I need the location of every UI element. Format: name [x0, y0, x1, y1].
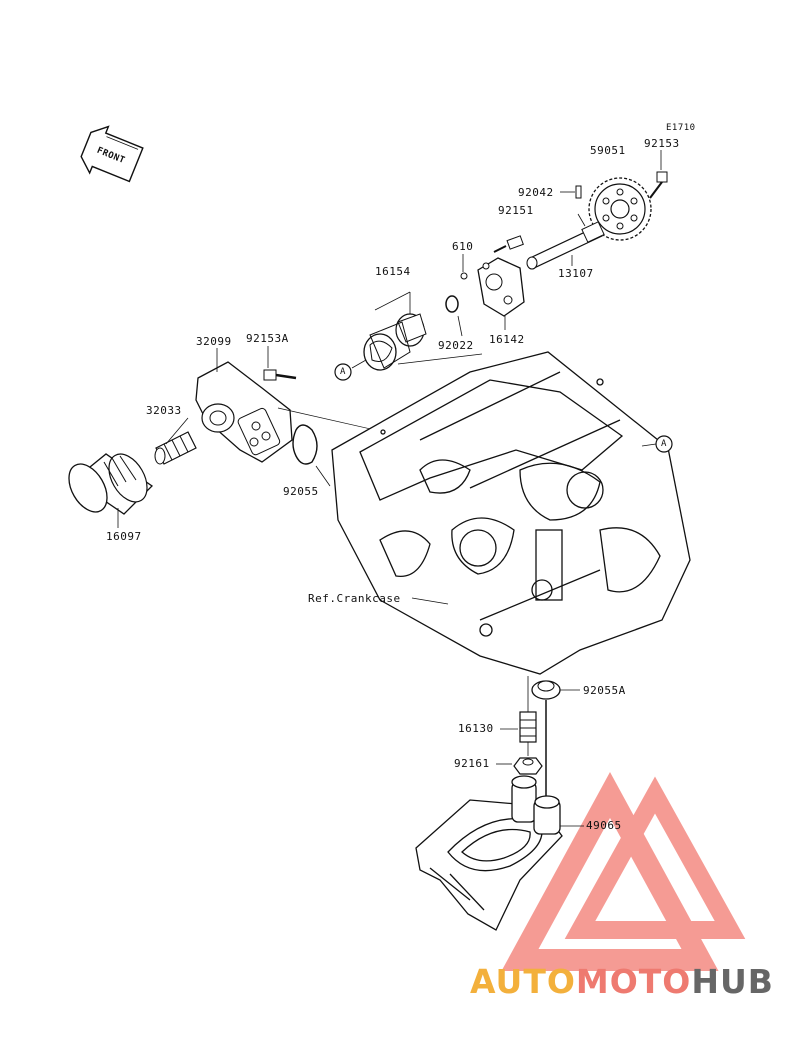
- part-label-92022: 92022: [438, 339, 474, 352]
- oil-pump-rotor: [363, 291, 427, 371]
- oil-pump-shaft: [526, 221, 605, 270]
- oil-pump-sprocket: [588, 177, 652, 241]
- crankcase: [331, 351, 691, 675]
- part-label-92055: 92055: [283, 485, 319, 498]
- part-label-32033: 32033: [146, 404, 182, 417]
- part-label-92055A: 92055A: [583, 684, 626, 697]
- dowel-pin-610: [460, 272, 468, 280]
- part-label-13107: 13107: [558, 267, 594, 280]
- part-label-32099: 32099: [196, 335, 232, 348]
- bolt-oil-pump: [493, 235, 524, 253]
- part-label-59051: 59051: [590, 144, 626, 157]
- pin-92042: [575, 185, 582, 199]
- part-label-16130: 16130: [458, 722, 494, 735]
- watermark-logo-triangle: [501, 772, 746, 971]
- part-label-92161: 92161: [454, 757, 490, 770]
- callout-letter-a-left: A: [340, 367, 346, 377]
- bolt-92153: [649, 171, 668, 199]
- bolt-92153A: [263, 369, 297, 381]
- oil-filter: [68, 453, 154, 515]
- callout-circle-a-left: [334, 363, 352, 381]
- oil-filter-housing: [195, 361, 293, 463]
- part-label-92151: 92151: [498, 204, 534, 217]
- part-label-16142: 16142: [489, 333, 525, 346]
- watermark-text: AUTOMOTOHUB: [470, 962, 774, 1001]
- relief-valve-16130: [519, 711, 537, 743]
- part-label-16097: 16097: [106, 530, 142, 543]
- part-label-92153: 92153: [644, 137, 680, 150]
- gasket-92055: [292, 424, 318, 465]
- callout-circle-a-right: [655, 435, 673, 453]
- part-label-49065: 49065: [586, 819, 622, 832]
- part-label-16154: 16154: [375, 265, 411, 278]
- oil-pump-cover: [477, 257, 525, 317]
- oil-filter-pipe: [154, 431, 197, 465]
- callout-letter-a-right: A: [661, 439, 667, 449]
- oil-strainer: [415, 775, 563, 931]
- part-label-92042: 92042: [518, 186, 554, 199]
- gasket-92055A: [531, 680, 561, 700]
- diagram-code: E1710: [666, 123, 696, 133]
- ref-crankcase-label: Ref.Crankcase: [308, 592, 401, 605]
- part-label-610: 610: [452, 240, 474, 253]
- part-label-92153A: 92153A: [246, 332, 289, 345]
- nut-92161: [513, 757, 543, 775]
- o-ring-92022: [445, 295, 459, 313]
- front-arrow-icon: [80, 125, 144, 183]
